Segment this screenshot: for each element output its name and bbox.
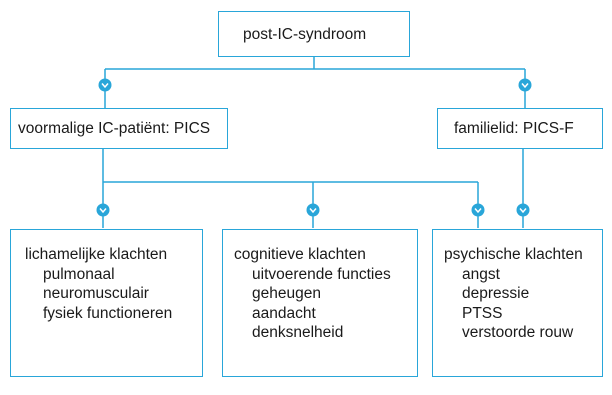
category-item: neuromusculair bbox=[43, 285, 149, 302]
category-item: depressie bbox=[462, 285, 530, 302]
category-node-cognitief: cognitieve klachten uitvoerende functies… bbox=[222, 229, 418, 377]
category-list: cognitieve klachten uitvoerende functies… bbox=[234, 245, 391, 343]
category-item: pulmonaal bbox=[43, 265, 115, 283]
chevron-down-icon bbox=[306, 203, 320, 217]
chevron-down-icon bbox=[516, 203, 530, 217]
category-item: geheugen bbox=[252, 285, 321, 302]
branch-node-pics-label: voormalige IC-patiënt: PICS bbox=[18, 120, 211, 137]
category-title: psychische klachten bbox=[444, 246, 583, 263]
category-item: aandacht bbox=[252, 304, 316, 322]
arrow-markers bbox=[96, 78, 532, 217]
category-item: PTSS bbox=[462, 304, 503, 322]
branch-node-pics-f: familielid: PICS-F bbox=[437, 108, 603, 149]
chevron-down-icon bbox=[96, 203, 110, 217]
branch-node-pics: voormalige IC-patiënt: PICS bbox=[10, 108, 228, 149]
category-item: verstoorde rouw bbox=[462, 324, 574, 341]
root-node-label: post-IC-syndroom bbox=[243, 26, 367, 43]
category-item: denksnelheid bbox=[252, 324, 344, 341]
chevron-down-icon bbox=[98, 78, 112, 92]
category-item: uitvoerende functies bbox=[252, 265, 391, 283]
category-item: angst bbox=[462, 265, 500, 283]
category-list: lichamelijke klachten pulmonaal neuromus… bbox=[25, 245, 172, 323]
category-node-lichamelijk: lichamelijke klachten pulmonaal neuromus… bbox=[10, 229, 203, 377]
category-node-psychisch: psychische klachten angst depressie PTSS… bbox=[432, 229, 603, 377]
category-item: fysiek functioneren bbox=[43, 304, 173, 322]
category-list: psychische klachten angst depressie PTSS… bbox=[444, 245, 583, 343]
chevron-down-icon bbox=[518, 78, 532, 92]
branch-node-pics-f-label: familielid: PICS-F bbox=[454, 120, 574, 137]
chevron-down-icon bbox=[471, 203, 485, 217]
category-title: lichamelijke klachten bbox=[25, 246, 168, 263]
category-title: cognitieve klachten bbox=[234, 246, 366, 263]
root-node: post-IC-syndroom bbox=[218, 11, 410, 57]
